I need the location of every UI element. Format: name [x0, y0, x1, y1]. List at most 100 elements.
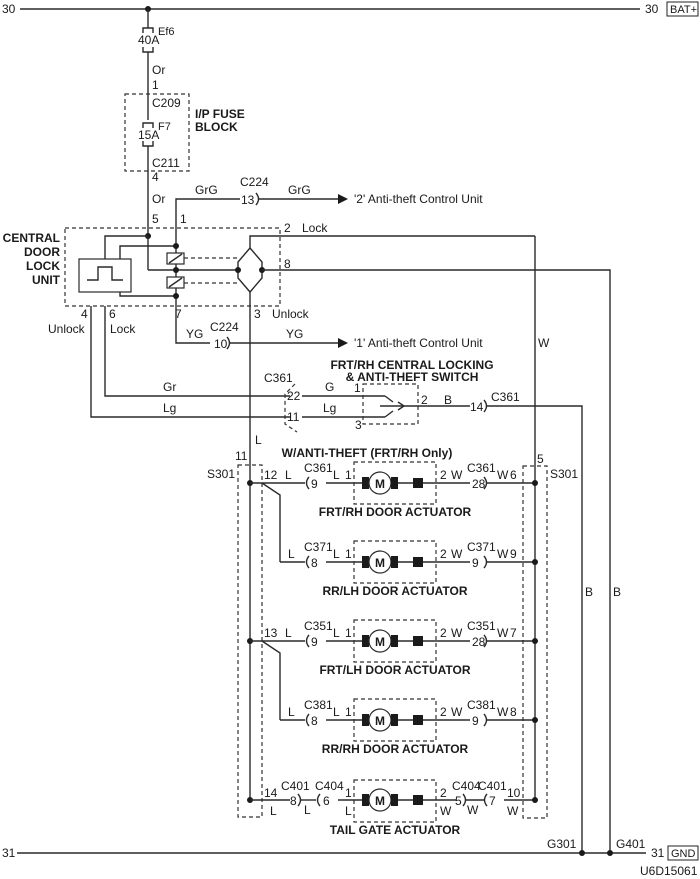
wire-color-lg-2: Lg [323, 401, 336, 415]
ground-g301-dot [579, 850, 585, 856]
c224-pin-13: 13 [241, 193, 255, 207]
switch-pin-11: 11 [287, 410, 300, 424]
junction-dot [532, 559, 538, 565]
cdlu-title-3: LOCK [26, 259, 60, 273]
right-connector-pin: 28 [472, 635, 486, 649]
cdlu-unlock-left: Unlock [48, 322, 86, 336]
right-connector-label: C371 [467, 540, 496, 554]
cdlu-pin-4: 4 [81, 307, 88, 321]
cdlu-title-4: UNIT [32, 273, 61, 287]
wire-color-w-main: W [538, 336, 550, 350]
connector-icon [483, 476, 488, 490]
splice-right-outline [522, 465, 548, 819]
junction-dot [173, 293, 179, 299]
wire-color-b-2: B [613, 585, 621, 599]
actuator-pin-2: 2 [440, 468, 447, 482]
connector-icon [483, 793, 488, 807]
left-connector-pin: 8 [311, 714, 318, 728]
connector-icon [305, 713, 310, 727]
right-connector-label: C351 [467, 619, 496, 633]
connector-icon [255, 192, 260, 206]
bat-plus-tag: BAT+ [670, 4, 697, 16]
splice-pin-right: 7 [510, 626, 517, 640]
cdlu-outline [64, 227, 281, 307]
actuator-pin-1: 1 [345, 547, 352, 561]
fuse-block-conn-out: C211 [152, 156, 180, 170]
splice-pin-right: 6 [510, 468, 517, 482]
tailgate-c401-a-pin: 8 [290, 794, 297, 808]
limit-switch-icon [413, 715, 423, 725]
wire [262, 269, 611, 853]
rail-bottom-number-left: 31 [2, 846, 16, 860]
actuator-name: RR/RH DOOR ACTUATOR [322, 742, 469, 756]
junction-dot [235, 267, 241, 273]
junction-dot [173, 267, 179, 273]
tailgate-pin-2: 2 [440, 786, 447, 800]
actuator-outline [353, 619, 437, 663]
junction-dot [173, 243, 179, 249]
switch-pin-3: 3 [355, 418, 362, 432]
wire [487, 405, 583, 853]
wire-color-gr: Gr [163, 380, 176, 394]
motor-brush-icon [362, 635, 369, 647]
motor-label: M [375, 556, 385, 570]
left-connector-pin: 9 [311, 635, 318, 649]
cdlu-lock-top: Lock [302, 221, 328, 235]
splice-pin-right: 8 [510, 705, 517, 719]
ground-g401-label: G401 [616, 837, 646, 851]
motor-label: M [375, 635, 385, 649]
right-connector-pin: 9 [472, 556, 479, 570]
wire-color-right: W [451, 468, 463, 482]
motor-brush-icon [362, 794, 369, 806]
wire [261, 640, 281, 720]
c224-b-label: C224 [210, 320, 239, 334]
fuse-f7-id: F7 [158, 121, 171, 133]
actuator-outline [353, 540, 437, 584]
wire-color-or-1: Or [152, 63, 165, 77]
tailgate-wire-w-1: W [440, 804, 452, 818]
tailgate-wire-l-3: L [345, 804, 352, 818]
fuse-ef6-id: Ef6 [158, 26, 175, 38]
arrow-icon [338, 194, 348, 204]
cdlu-pin-5: 5 [152, 212, 159, 226]
wire [168, 277, 183, 288]
actuator-pin-2: 2 [440, 547, 447, 561]
wire [104, 235, 148, 259]
wire-color-right: W [451, 547, 463, 561]
switch-connector-outline [284, 383, 298, 433]
splice-pin: 13 [264, 626, 278, 640]
tailgate-motor-label: M [375, 794, 385, 808]
wire-color-grg-2: GrG [288, 183, 311, 197]
cdlu-pin-6: 6 [109, 307, 116, 321]
switch-out-pin: 14 [470, 400, 484, 414]
limit-switch-icon [413, 795, 423, 805]
junction-dot [532, 797, 538, 803]
switch-title-1: FRT/RH CENTRAL LOCKING [330, 358, 493, 372]
connector-icon [305, 476, 310, 490]
motor-brush-icon [391, 556, 398, 568]
ground-g301-label: G301 [547, 837, 577, 851]
actuator-outline [353, 698, 437, 742]
wire [90, 306, 290, 418]
actuator-name: RR/LH DOOR ACTUATOR [322, 584, 467, 598]
ip-fuse-block-title-2: BLOCK [195, 120, 238, 134]
switch-pin-1: 1 [354, 381, 361, 395]
cdlu-pin-1: 1 [180, 212, 187, 226]
tailgate-wire-l-1: L [270, 804, 277, 818]
connector-icon [305, 634, 310, 648]
ip-fuse-block-title-1: I/P FUSE [195, 107, 245, 121]
rail-bottom-number: 31 [651, 846, 665, 860]
wire-color-left-2: L [333, 626, 340, 640]
motor-brush-icon [391, 794, 398, 806]
tailgate-outline [353, 779, 437, 823]
right-connector-pin: 9 [472, 714, 479, 728]
cdlu-title-2: DOOR [24, 245, 60, 259]
connector-icon [483, 713, 488, 727]
switch-arrow-icon [397, 401, 406, 411]
wire [249, 235, 535, 248]
left-connector-pin: 8 [311, 556, 318, 570]
splice-left-label: S301 [207, 467, 235, 481]
